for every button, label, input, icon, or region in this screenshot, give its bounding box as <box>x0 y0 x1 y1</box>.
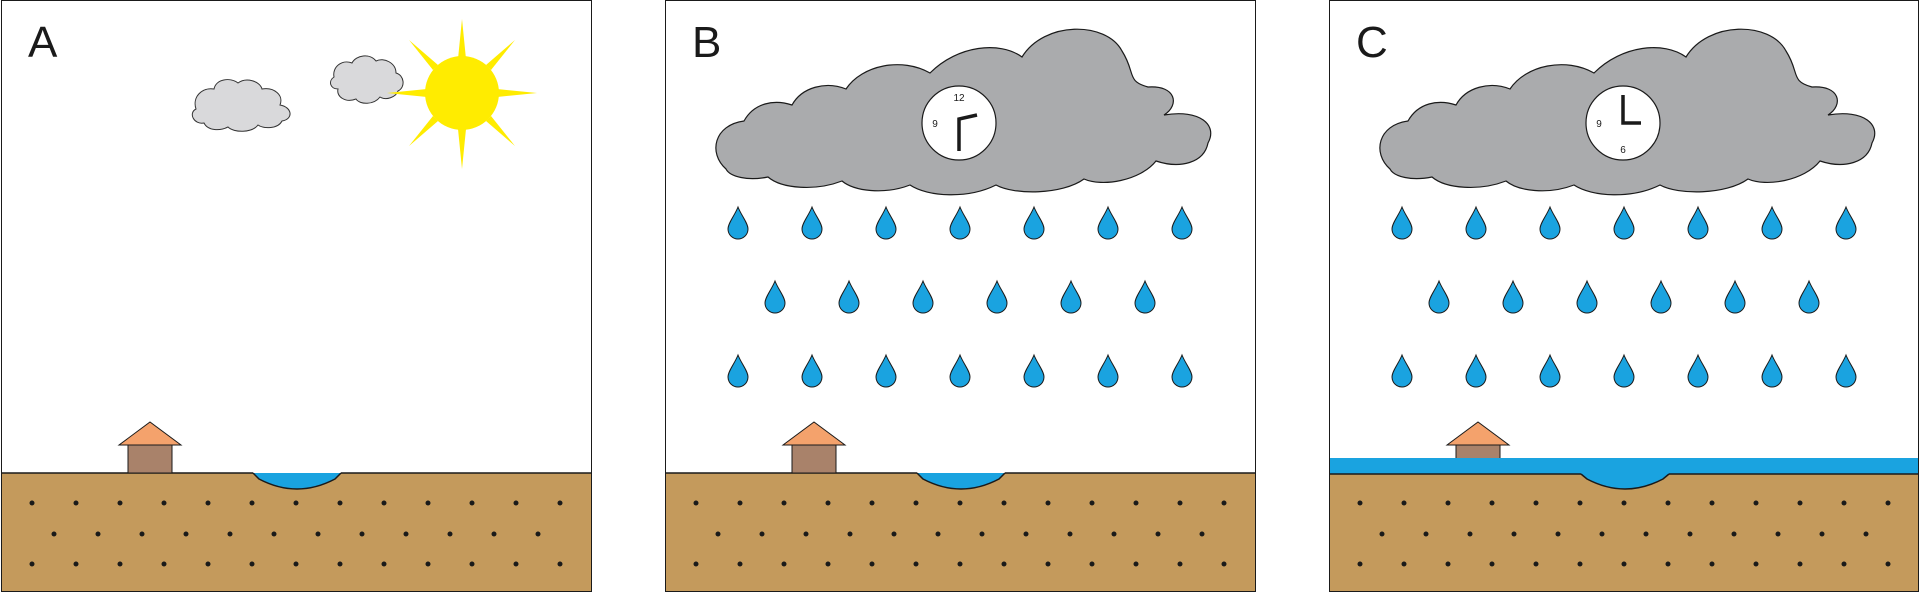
raindrop-icon <box>1576 279 1598 314</box>
sun-icon <box>387 19 537 169</box>
raindrop-icon <box>949 353 971 388</box>
soil-dots <box>1357 500 1891 567</box>
house-icon <box>117 421 183 474</box>
raindrop-icon <box>1391 353 1413 388</box>
raindrop-icon <box>1171 205 1193 240</box>
raindrop-icon <box>1171 353 1193 388</box>
panel-a-illustration <box>2 19 591 591</box>
raindrop-icon <box>727 205 749 240</box>
cloud-icon <box>191 79 291 132</box>
clock-number: 9 <box>932 119 938 130</box>
raindrop-icon <box>1060 279 1082 314</box>
raindrop-icon <box>1650 279 1672 314</box>
raindrop-icon <box>1835 205 1857 240</box>
raindrop-icon <box>1465 353 1487 388</box>
clock-icon <box>921 85 997 161</box>
raindrop-icon <box>1687 353 1709 388</box>
house-icon <box>781 421 847 474</box>
raindrop-icon <box>875 353 897 388</box>
raindrop-icon <box>875 205 897 240</box>
raindrop-icon <box>1023 353 1045 388</box>
raindrops <box>727 205 1193 388</box>
raindrop-icon <box>912 279 934 314</box>
raindrop-icon <box>1613 353 1635 388</box>
ground-icon <box>666 473 1255 591</box>
raindrop-icon <box>1539 205 1561 240</box>
raindrop-icon <box>1502 279 1524 314</box>
panel-b-illustration: 12 9 <box>666 28 1255 591</box>
raindrop-icon <box>727 353 749 388</box>
raindrop-icon <box>801 353 823 388</box>
raindrop-icon <box>1097 205 1119 240</box>
panel-label: C <box>1356 18 1388 67</box>
raindrops <box>1391 205 1857 388</box>
ground-icon <box>2 473 591 591</box>
raindrop-icon <box>1687 205 1709 240</box>
raindrop-icon <box>1465 205 1487 240</box>
raindrop-icon <box>1023 205 1045 240</box>
raindrop-icon <box>1539 353 1561 388</box>
raindrop-icon <box>1613 205 1635 240</box>
panel-c-illustration: 9 6 <box>1330 28 1918 591</box>
panel-c: 9 6 <box>1329 0 1919 592</box>
raindrop-icon <box>1428 279 1450 314</box>
raindrop-icon <box>1724 279 1746 314</box>
clock-number: 12 <box>953 93 965 104</box>
raindrop-icon <box>801 205 823 240</box>
clock-icon <box>1585 85 1661 161</box>
soil-dots <box>693 500 1227 567</box>
panel-b: 12 9 <box>665 0 1256 592</box>
clock-number: 6 <box>1620 145 1626 156</box>
cloud-icon <box>330 55 404 104</box>
soil-dots <box>29 500 563 567</box>
raindrop-icon <box>1761 353 1783 388</box>
raindrop-icon <box>1097 353 1119 388</box>
raindrop-icon <box>986 279 1008 314</box>
raindrop-icon <box>949 205 971 240</box>
panel-label: A <box>28 18 58 67</box>
raindrop-icon <box>1798 279 1820 314</box>
flood-water-icon <box>1330 458 1918 489</box>
raindrop-icon <box>838 279 860 314</box>
raindrop-icon <box>1391 205 1413 240</box>
puddle-icon <box>916 472 1006 490</box>
raindrop-icon <box>1134 279 1156 314</box>
raindrop-icon <box>764 279 786 314</box>
raindrop-icon <box>1761 205 1783 240</box>
panel-a: A <box>1 0 592 592</box>
raindrop-icon <box>1835 353 1857 388</box>
puddle-icon <box>252 472 342 490</box>
panel-label: B <box>692 18 722 67</box>
clock-number: 9 <box>1596 119 1602 130</box>
ground-icon <box>1330 473 1918 591</box>
